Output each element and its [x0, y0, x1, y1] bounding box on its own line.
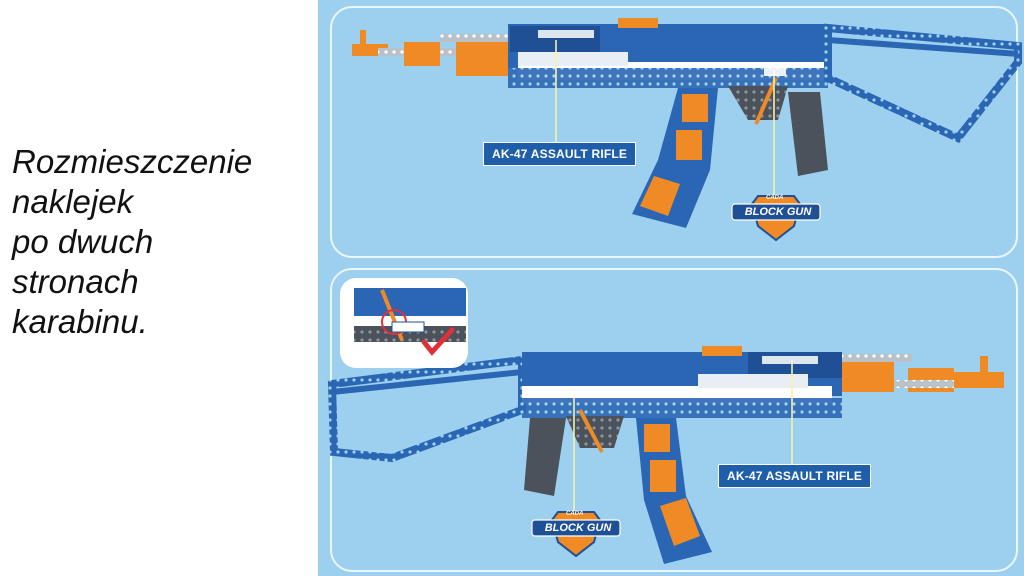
rear-sight-top [618, 18, 658, 28]
trigger [754, 77, 778, 125]
sticker-mini-label-bottom [762, 356, 818, 364]
gas-tube-bottom [842, 354, 912, 362]
pistol-grip [788, 92, 828, 176]
check-icon [421, 327, 455, 356]
rifle-top [352, 18, 1022, 242]
barrel-bottom [894, 380, 1004, 388]
magazine-bottom-orange-3 [660, 498, 700, 546]
magazine-bottom-orange-1 [644, 424, 670, 452]
instruction-panel: AK-47 ASSAULT RIFLE AK-47 ASSAULT RIFLE … [318, 0, 1024, 576]
trigger-guard-bottom [566, 416, 624, 448]
handguard-front [404, 42, 440, 66]
pistol-grip-bottom [524, 418, 566, 496]
receiver-cover [510, 26, 600, 52]
barrel-tip-bottom [954, 372, 1004, 388]
handguard-rear-bottom [842, 362, 894, 392]
sticker-mini-logo-bottom [564, 388, 586, 398]
sticker-mini-logo-top [764, 66, 786, 76]
caption-line-1: Rozmieszczenie [12, 143, 253, 180]
stock-upper-beam [827, 37, 1019, 57]
front-sight-bottom [980, 356, 988, 376]
front-sight [360, 30, 366, 48]
block-gun-logo-top [731, 195, 821, 242]
rifle-bottom [327, 346, 1004, 564]
sticker-plate-bottom [698, 374, 808, 388]
logo-main-text-bottom: BLOCK GUN [544, 522, 612, 534]
stock-upper-beam-bottom [331, 369, 523, 395]
handguard-rear [456, 42, 508, 76]
caption-line-2: naklejek [12, 183, 134, 220]
magazine-orange-3 [640, 176, 680, 216]
receiver-lower [508, 68, 828, 88]
receiver-lower-bottom [522, 398, 842, 418]
rifle-illustrations [327, 18, 1022, 564]
caption-line-4: stronach [12, 263, 139, 300]
block-gun-logo-bottom [531, 511, 621, 558]
gas-tube [440, 34, 510, 42]
stock-frame [824, 23, 1022, 143]
sticker-mini-label-top [538, 30, 594, 38]
inset-detail [340, 278, 468, 368]
logo-small-text-top: CADA [766, 195, 784, 201]
barrel [378, 48, 508, 56]
logo-small-text-bottom: CADA [566, 511, 584, 517]
trigger-bottom [578, 409, 604, 453]
sticker-label-bottom: AK-47 ASSAULT RIFLE [718, 464, 872, 488]
magazine-orange-1 [682, 94, 708, 122]
sticker-plate-top [518, 52, 628, 66]
top-view-frame [330, 6, 1018, 258]
magazine-orange-2 [676, 130, 702, 160]
logo-main-text-top: BLOCK GUN [744, 206, 812, 218]
sticker-label-top: AK-47 ASSAULT RIFLE [483, 142, 637, 166]
trigger-guard [728, 86, 788, 120]
caption-text: Rozmieszczenie naklejek po dwuch stronac… [12, 142, 312, 342]
caption-line-3: po dwuch [12, 223, 154, 260]
rear-sight-bottom [702, 346, 742, 356]
caption-line-5: karabinu. [12, 303, 148, 340]
magazine-bottom-orange-2 [650, 460, 676, 492]
